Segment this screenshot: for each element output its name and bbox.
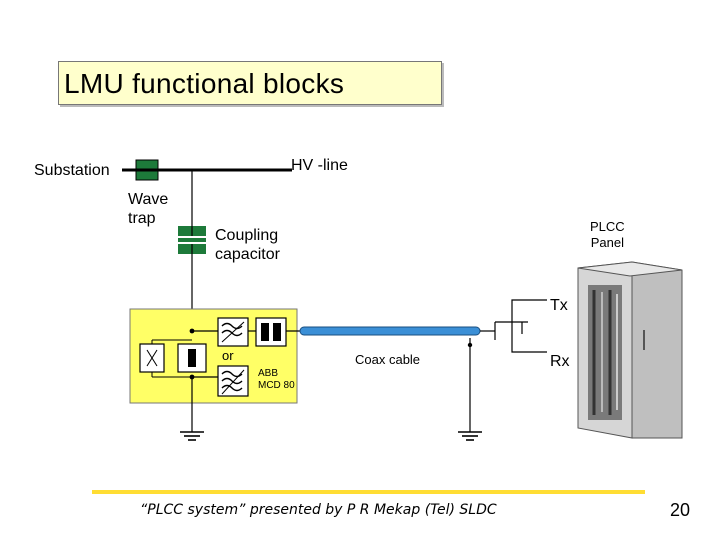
plcc-panel-cabinet bbox=[577, 261, 683, 439]
coax-cable bbox=[299, 326, 481, 336]
txrx-bracket bbox=[511, 299, 547, 353]
coupling-capacitor-label: Coupling capacitor bbox=[215, 227, 280, 263]
wave-trap-label: Wave trap bbox=[128, 191, 169, 227]
title-box bbox=[58, 61, 442, 105]
hv-line-label: HV -line bbox=[291, 157, 348, 174]
transformer-icon bbox=[255, 317, 287, 347]
coax-cable-label: Coax cable bbox=[355, 352, 421, 367]
page-title: LMU functional blocks bbox=[64, 68, 345, 99]
rx-label: Rx bbox=[550, 353, 570, 370]
abb-mcd-label: ABB MCD 80 bbox=[258, 368, 295, 391]
tx-label: Tx bbox=[550, 297, 568, 314]
substation-label: Substation bbox=[34, 162, 110, 179]
footer-text: “PLCC system” presented by P R Mekap (Te… bbox=[140, 502, 497, 518]
or-label: or bbox=[222, 348, 234, 363]
page-number: 20 bbox=[670, 500, 691, 520]
plcc-panel-label: PLCC Panel bbox=[590, 219, 625, 250]
